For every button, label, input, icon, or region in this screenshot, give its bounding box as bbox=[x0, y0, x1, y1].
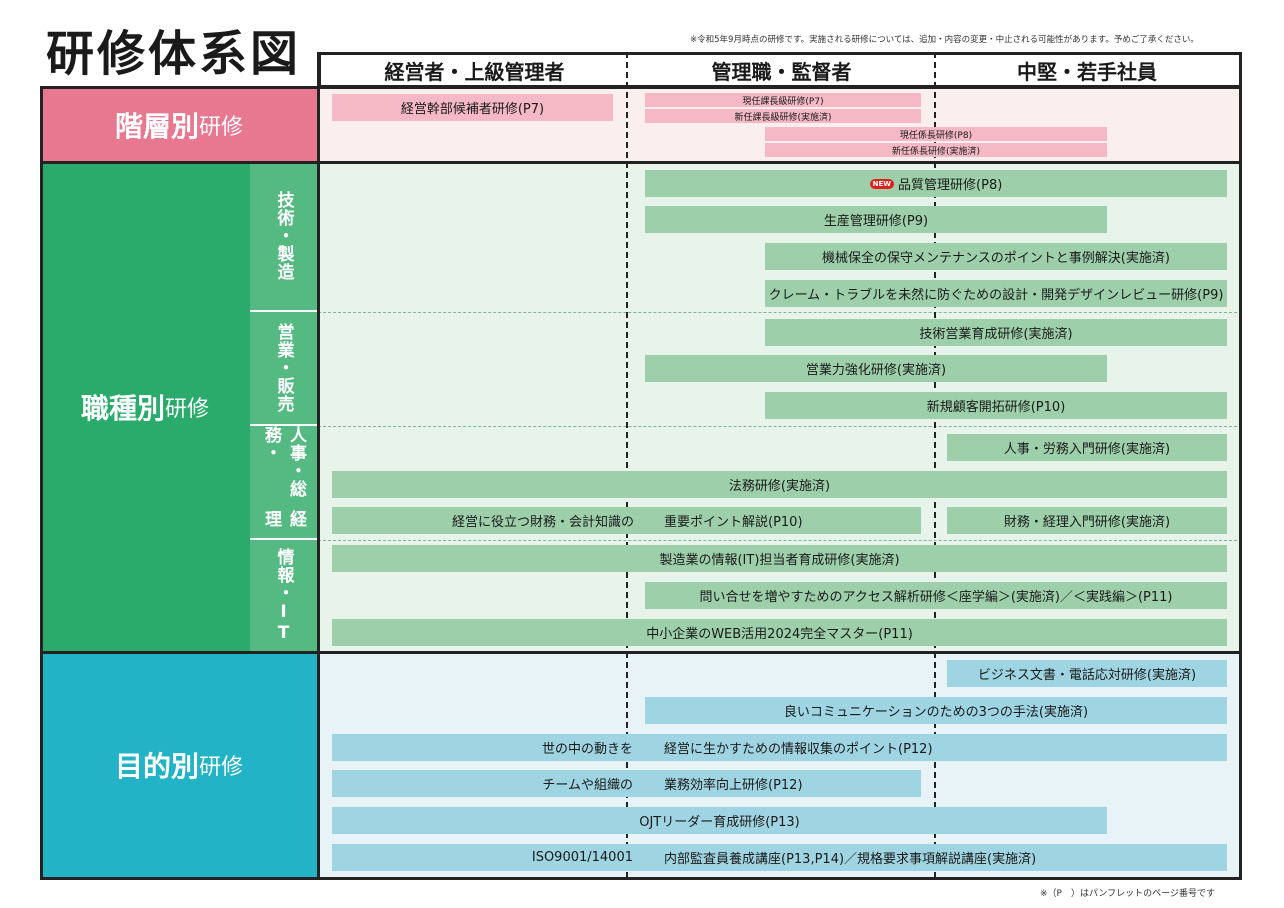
subcategory-sales: 営業・販売 bbox=[250, 312, 318, 426]
course-finance-knowledge[interactable]: 経営に役立つ財務・会計知識の 重要ポイント解説(P10) bbox=[332, 507, 921, 534]
course-design-review[interactable]: クレーム・トラブルを未然に防ぐための設計・開発デザインレビュー研修(P9) bbox=[765, 280, 1227, 307]
course-ojt[interactable]: OJTリーダー育成研修(P13) bbox=[332, 807, 1107, 834]
category-purpose-main: 目的別 bbox=[114, 750, 199, 783]
category-job: 職種別研修 bbox=[40, 162, 250, 652]
section-divider bbox=[40, 161, 1242, 164]
page-title: 研修体系図 bbox=[46, 26, 302, 82]
subcategory-it: 情報・IT bbox=[250, 540, 318, 652]
course-iso-left: ISO9001/14001 bbox=[531, 850, 633, 865]
course-info-right: 経営に生かすための情報収集のポイント(P12) bbox=[664, 742, 933, 757]
separator-line bbox=[318, 426, 1242, 427]
course-access-analysis[interactable]: 問い合せを増やすためのアクセス解析研修＜座学編＞(実施済)／＜実践編＞(P11) bbox=[645, 582, 1227, 609]
section-divider bbox=[40, 651, 1242, 654]
course-iso-right: 内部監査員養成講座(P13,P14)／規格要求事項解説講座(実施済) bbox=[664, 852, 1037, 867]
course-quality-label: 品質管理研修(P8) bbox=[898, 178, 1003, 193]
column-header-managers: 管理職・監督者 bbox=[628, 52, 935, 88]
course-new-customer[interactable]: 新規顧客開拓研修(P10) bbox=[765, 392, 1227, 419]
column-divider bbox=[626, 52, 628, 878]
course-legal[interactable]: 法務研修(実施済) bbox=[332, 471, 1227, 498]
subcategory-sales-b: 販売 bbox=[273, 377, 294, 413]
subcategory-hr: 人事・総務・経理 bbox=[250, 426, 318, 540]
separator-line bbox=[318, 540, 1242, 541]
separator-line bbox=[318, 312, 1242, 313]
course-finance-right: 重要ポイント解説(P10) bbox=[664, 515, 803, 530]
course-tech-sales[interactable]: 技術営業育成研修(実施済) bbox=[765, 319, 1227, 346]
course-maintenance[interactable]: 機械保全の保守メンテナンスのポイントと事例解決(実施済) bbox=[765, 243, 1227, 270]
category-hierarchy: 階層別研修 bbox=[40, 88, 318, 162]
course-iso[interactable]: ISO9001/14001 内部監査員養成講座(P13,P14)／規格要求事項解… bbox=[332, 844, 1227, 871]
column-header-staff: 中堅・若手社員 bbox=[935, 52, 1239, 88]
course-finance-intro[interactable]: 財務・経理入門研修(実施済) bbox=[947, 507, 1227, 534]
course-finance-left: 経営に役立つ財務・会計知識の bbox=[451, 515, 634, 530]
category-purpose-suffix: 研修 bbox=[199, 755, 244, 780]
category-purpose: 目的別研修 bbox=[40, 652, 318, 878]
subcategory-sales-a: 営業・ bbox=[273, 323, 294, 377]
course-production[interactable]: 生産管理研修(P9) bbox=[645, 206, 1107, 233]
course-efficiency-left: チームや組織の bbox=[542, 778, 633, 793]
new-badge: NEW bbox=[869, 178, 895, 189]
category-job-suffix: 研修 bbox=[165, 397, 210, 422]
course-kacho-new[interactable]: 新任課長級研修(実施済) bbox=[645, 109, 921, 123]
category-hierarchy-suffix: 研修 bbox=[199, 115, 244, 140]
category-job-main: 職種別 bbox=[80, 392, 165, 425]
course-web[interactable]: 中小企業のWEB活用2024完全マスター(P11) bbox=[332, 619, 1227, 646]
column-divider bbox=[934, 52, 936, 878]
course-kakaricho-new[interactable]: 新任係長研修(実施済) bbox=[765, 143, 1107, 157]
course-info-gathering[interactable]: 世の中の動きを 経営に生かすための情報収集のポイント(P12) bbox=[332, 734, 1227, 761]
course-exec-candidate[interactable]: 経営幹部候補者研修(P7) bbox=[332, 94, 613, 121]
course-kakaricho-current[interactable]: 現任係長研修(P8) bbox=[765, 127, 1107, 141]
course-it-manager[interactable]: 製造業の情報(IT)担当者育成研修(実施済) bbox=[332, 545, 1227, 572]
disclaimer-note: ※令和5年9月時点の研修です。実施される研修については、追加・内容の変更・中止さ… bbox=[690, 35, 1199, 45]
course-sales-power[interactable]: 営業力強化研修(実施済) bbox=[645, 355, 1107, 382]
purpose-section-bg bbox=[318, 652, 1242, 878]
page-number-note: ※（P ）はパンフレットのページ番号です bbox=[1040, 889, 1215, 899]
subcategory-tech: 技術・製造 bbox=[250, 162, 318, 312]
category-hierarchy-main: 階層別 bbox=[114, 110, 199, 143]
subcategory-hr-a: 人事・総務・ bbox=[261, 426, 306, 498]
column-header-executives: 経営者・上級管理者 bbox=[321, 52, 628, 88]
course-efficiency-right: 業務効率向上研修(P12) bbox=[664, 778, 803, 793]
course-hr-labor[interactable]: 人事・労務入門研修(実施済) bbox=[947, 434, 1227, 461]
subcategory-hr-b: 経理 bbox=[261, 510, 306, 528]
course-efficiency[interactable]: チームや組織の 業務効率向上研修(P12) bbox=[332, 770, 921, 797]
course-communication[interactable]: 良いコミュニケーションのための3つの手法(実施済) bbox=[645, 697, 1227, 724]
course-kacho-current[interactable]: 現任課長級研修(P7) bbox=[645, 93, 921, 107]
label-column-divider bbox=[317, 52, 320, 880]
course-business-doc[interactable]: ビジネス文書・電話応対研修(実施済) bbox=[947, 660, 1227, 687]
course-info-left: 世の中の動きを bbox=[541, 742, 633, 757]
